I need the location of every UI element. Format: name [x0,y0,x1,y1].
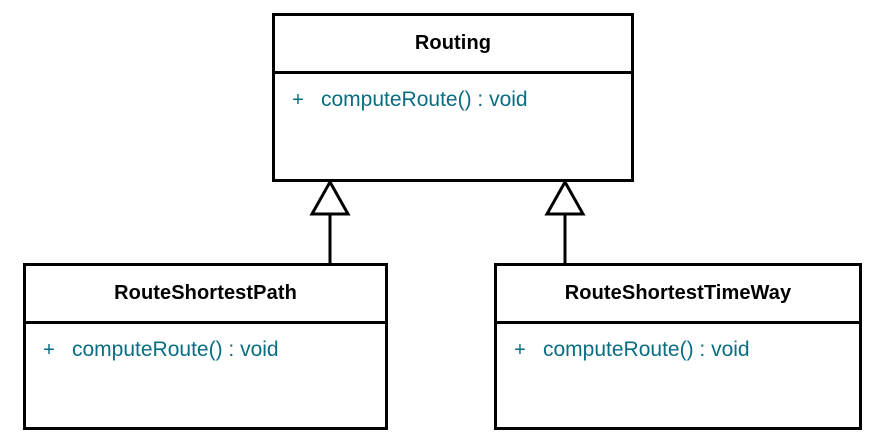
uml-member-row: + computeRoute() : void [26,338,385,362]
generalization-route-shortest-path[interactable] [296,178,366,270]
uml-class-members-route-shortest-time-way: + computeRoute() : void [497,324,859,362]
uml-class-name-routing: Routing [275,16,631,74]
uml-member-visibility-icon: + [43,339,55,361]
uml-member-row: + computeRoute() : void [275,88,631,112]
uml-member-signature: computeRoute() : void [321,88,528,111]
uml-class-members-route-shortest-path: + computeRoute() : void [26,324,385,362]
uml-class-route-shortest-time-way[interactable]: RouteShortestTimeWay + computeRoute() : … [494,263,862,430]
generalization-arrowhead-triangle [309,178,351,216]
uml-member-visibility-icon: + [514,339,526,361]
uml-class-name-route-shortest-path: RouteShortestPath [26,266,385,324]
uml-member-row: + computeRoute() : void [497,338,859,362]
uml-class-routing[interactable]: Routing + computeRoute() : void [272,13,634,182]
generalization-route-shortest-time-way[interactable] [531,178,601,270]
uml-class-members-routing: + computeRoute() : void [275,74,631,112]
generalization-arrowhead-triangle [544,178,586,216]
uml-member-visibility-icon: + [292,89,304,111]
uml-member-signature: computeRoute() : void [543,338,750,361]
uml-class-name-route-shortest-time-way: RouteShortestTimeWay [497,266,859,324]
uml-class-route-shortest-path[interactable]: RouteShortestPath + computeRoute() : voi… [23,263,388,430]
uml-member-signature: computeRoute() : void [72,338,279,361]
